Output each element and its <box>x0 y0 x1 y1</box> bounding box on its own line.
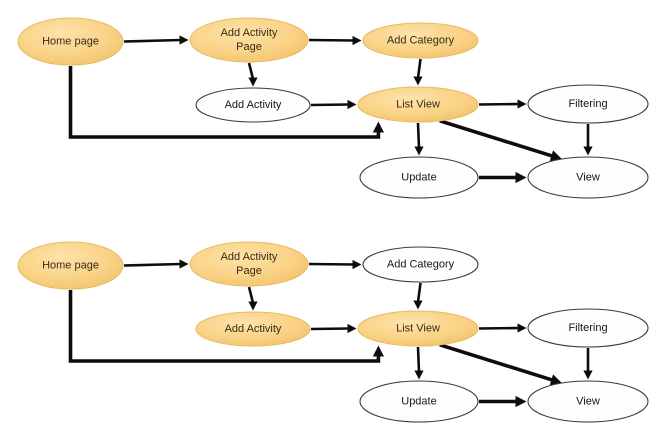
node-shape-update-2[interactable] <box>359 380 479 423</box>
arrowhead-e2-update-to-view <box>515 395 527 408</box>
arrowhead-e-listview-to-filter <box>517 99 527 109</box>
edge-e-home-loop-listview <box>68 66 381 139</box>
arrowhead-e-home-to-aap <box>179 35 189 45</box>
node-shape-filtering-2[interactable] <box>527 308 649 348</box>
edge-e2-listview-to-view <box>439 343 554 382</box>
edges-group <box>68 35 593 408</box>
node-filtering-2[interactable]: Filtering <box>527 308 649 348</box>
node-label-add-activity: Add Activity <box>225 99 282 111</box>
arrowhead-e-listview-to-view <box>549 150 562 162</box>
edge-e-home-to-aap <box>123 38 182 43</box>
edge-e2-aap-to-addact <box>247 286 255 304</box>
node-shape-add-category[interactable] <box>362 22 479 59</box>
edge-e2-cat-to-listview <box>416 282 422 303</box>
edge-e-listview-to-update <box>416 122 421 149</box>
arrowhead-e2-cat-to-listview <box>413 300 423 310</box>
node-shape-add-activity[interactable] <box>195 87 311 123</box>
node-label-add-category: Add Category <box>387 34 455 46</box>
edge-e-listview-to-filter <box>478 102 520 106</box>
node-shape-filtering[interactable] <box>527 84 649 124</box>
node-add-category-2[interactable]: Add Category <box>362 246 479 283</box>
node-list-view-2[interactable]: List View <box>357 310 479 347</box>
arrowhead-e2-addact-to-listview <box>347 323 357 334</box>
node-shape-update[interactable] <box>359 156 479 199</box>
node-add-activity[interactable]: Add Activity <box>195 87 311 123</box>
edge-e2-aap-to-cat <box>308 262 355 266</box>
node-shape-view-2[interactable] <box>527 380 649 423</box>
node-shape-view[interactable] <box>527 156 649 199</box>
node-label-view-2: View <box>576 395 600 407</box>
arrowhead-e-addact-to-listview <box>347 99 357 110</box>
edge-e2-listview-to-update <box>416 346 421 373</box>
edge-e2-home-to-aap <box>123 262 182 267</box>
node-shape-list-view[interactable] <box>357 86 479 123</box>
node-label-update: Update <box>401 171 436 183</box>
node-shape-add-activity-page-2[interactable] <box>189 241 309 287</box>
node-label-filtering: Filtering <box>568 98 607 110</box>
edge-e-listview-to-view <box>439 119 554 158</box>
node-label-home-page-2: Home page <box>42 259 99 271</box>
node-shape-add-activity-page[interactable] <box>189 17 309 63</box>
arrowhead-e-filter-to-view <box>583 146 593 156</box>
node-filtering[interactable]: Filtering <box>527 84 649 124</box>
node-shape-add-activity-2[interactable] <box>195 311 311 347</box>
edge-e2-listview-to-filter <box>478 326 520 330</box>
arrowhead-e-aap-to-addact <box>248 77 258 87</box>
node-home-page-2[interactable]: Home page <box>17 241 124 290</box>
node-label-home-page: Home page <box>42 35 99 47</box>
node-shape-add-category-2[interactable] <box>362 246 479 283</box>
arrowhead-e-listview-to-update <box>414 146 424 156</box>
arrowhead-e2-listview-to-update <box>414 370 424 380</box>
edge-e-addact-to-listview <box>310 103 350 107</box>
node-shape-list-view-2[interactable] <box>357 310 479 347</box>
node-label-add-activity-page-2: Page <box>236 265 262 277</box>
arrowhead-e2-listview-to-filter <box>517 323 527 333</box>
node-label-add-activity-page: Add Activity <box>221 27 278 39</box>
node-home-page[interactable]: Home page <box>17 17 124 66</box>
arrowhead-e2-aap-to-addact <box>248 301 258 311</box>
arrowhead-e-cat-to-listview <box>413 76 423 86</box>
node-add-activity-2[interactable]: Add Activity <box>195 311 311 347</box>
node-update-2[interactable]: Update <box>359 380 479 423</box>
arrowhead-e2-filter-to-view <box>583 370 593 380</box>
node-label-update-2: Update <box>401 395 436 407</box>
arrowhead-e-home-loop-listview <box>372 121 384 133</box>
edge-e-cat-to-listview <box>416 58 422 79</box>
node-label-add-activity-page: Page <box>236 41 262 53</box>
arrowhead-e2-listview-to-view <box>549 374 562 386</box>
edge-e2-addact-to-listview <box>310 327 350 331</box>
arrowhead-e-update-to-view <box>515 171 527 184</box>
edge-e-aap-to-addact <box>247 62 255 80</box>
node-label-filtering-2: Filtering <box>568 322 607 334</box>
node-update[interactable]: Update <box>359 156 479 199</box>
arrowhead-e2-aap-to-cat <box>352 259 362 270</box>
node-shape-home-page[interactable] <box>17 17 124 66</box>
node-list-view[interactable]: List View <box>357 86 479 123</box>
edge-e-aap-to-cat <box>308 38 355 42</box>
arrowhead-e2-home-loop-listview <box>372 345 384 357</box>
node-view-2[interactable]: View <box>527 380 649 423</box>
node-label-add-activity-2: Add Activity <box>225 323 282 335</box>
node-label-list-view: List View <box>396 98 440 110</box>
node-label-add-category-2: Add Category <box>387 258 455 270</box>
node-shape-home-page-2[interactable] <box>17 241 124 290</box>
node-add-category[interactable]: Add Category <box>362 22 479 59</box>
arrowhead-e-aap-to-cat <box>352 35 362 46</box>
arrowhead-e2-home-to-aap <box>179 259 189 269</box>
edge-e2-home-loop-listview <box>68 290 381 363</box>
node-view[interactable]: View <box>527 156 649 199</box>
node-label-view: View <box>576 171 600 183</box>
node-label-list-view-2: List View <box>396 322 440 334</box>
node-label-add-activity-page-2: Add Activity <box>221 251 278 263</box>
